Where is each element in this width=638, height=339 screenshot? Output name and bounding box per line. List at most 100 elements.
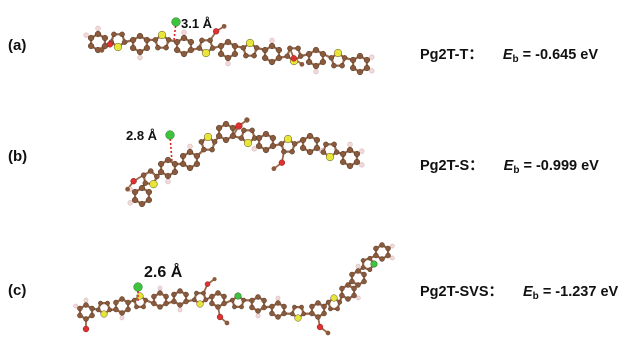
carbon-atom <box>224 320 230 326</box>
carbon-atom <box>356 52 364 60</box>
carbon-atom <box>141 304 146 310</box>
heteroatom <box>149 180 158 189</box>
carbon-atom <box>221 300 227 307</box>
hydrogen-atom <box>137 54 143 61</box>
heteroatom <box>333 48 343 58</box>
distance-label-c: 2.6 Å <box>144 262 183 281</box>
carbon-atom <box>183 298 189 305</box>
carbon-atom <box>201 146 207 153</box>
carbon-atom <box>186 148 194 156</box>
carbon-atom <box>249 297 255 304</box>
carbon-atom <box>385 252 391 259</box>
oxygen-atom <box>216 313 224 321</box>
carbon-atom <box>333 149 340 155</box>
energy-value-a: = -0.645 eV <box>522 47 599 63</box>
carbon-atom <box>77 305 83 312</box>
carbon-atom <box>363 64 371 72</box>
carbon-atom <box>222 120 230 128</box>
carbon-atom <box>373 245 379 252</box>
carbon-atom <box>363 56 371 64</box>
carbon-atom <box>275 54 283 62</box>
carbon-atom <box>287 45 293 52</box>
carbon-atom <box>196 45 203 51</box>
carbon-atom <box>136 32 144 40</box>
carbon-atom <box>269 310 275 317</box>
carbon-atom <box>361 271 367 278</box>
oxygen-atom <box>106 41 114 48</box>
carbon-atom <box>163 300 169 307</box>
carbon-atom <box>281 303 287 310</box>
hydrogen-atom <box>369 54 375 60</box>
carbon-atom <box>312 62 320 70</box>
carbon-atom <box>173 46 181 54</box>
carbon-atom <box>212 277 217 282</box>
carbon-atom <box>95 307 101 313</box>
carbon-atom <box>217 42 225 50</box>
energy-value-c: = -1.237 eV <box>542 284 619 300</box>
oxygen-atom <box>290 55 298 62</box>
heteroatom <box>245 38 255 48</box>
carbon-atom <box>355 268 361 274</box>
energy-symbol-a: E <box>502 47 513 63</box>
adsorbate-a <box>171 17 181 27</box>
carbon-atom <box>346 146 354 154</box>
carbon-atom <box>107 307 113 313</box>
carbon-atom <box>89 305 95 312</box>
carbon-atom <box>289 311 295 317</box>
carbon-atom <box>224 54 232 62</box>
heteroatom <box>201 48 211 58</box>
carbon-atom <box>281 148 287 155</box>
oxygen-atom <box>130 178 137 185</box>
carbon-atom <box>261 54 269 62</box>
carbon-atom <box>145 196 153 204</box>
carbon-atom <box>177 288 183 294</box>
carbon-atom <box>151 300 157 307</box>
carbon-atom <box>140 172 147 178</box>
carbon-atom <box>171 291 177 298</box>
carbon-atom <box>231 42 239 50</box>
heteroatom <box>283 134 293 144</box>
hydrogen-atom <box>181 29 187 36</box>
carbon-atom <box>275 300 281 306</box>
carbon-atom <box>339 150 347 158</box>
carbon-atom <box>125 306 131 313</box>
carbon-atom <box>171 298 177 305</box>
carbon-atom <box>229 132 237 140</box>
energy-annotation-c: Pg2T-SVS：Eb = -1.237 eV <box>420 280 618 302</box>
carbon-atom <box>339 62 345 69</box>
atom-layer <box>73 242 395 336</box>
heteroatom <box>330 294 338 302</box>
carbon-atom <box>98 300 103 306</box>
carbon-atom <box>142 180 149 186</box>
heteroatom <box>113 42 123 52</box>
heteroatom <box>136 292 144 300</box>
carbon-atom <box>261 46 269 54</box>
carbon-atom <box>157 290 163 296</box>
carbon-atom <box>113 299 119 306</box>
carbon-atom <box>143 44 151 52</box>
carbon-atom <box>198 139 205 145</box>
carbon-atom <box>243 52 249 59</box>
carbon-atom <box>215 290 221 296</box>
carbon-atom <box>275 314 281 320</box>
oxygen-atom <box>204 281 211 287</box>
carbon-atom <box>339 292 345 299</box>
energy-annotation-a: Pg2T-T：Eb = -0.645 eV <box>420 43 598 65</box>
hydrogen-atom <box>119 315 125 321</box>
carbon-atom <box>199 37 205 44</box>
carbon-atom <box>173 38 181 46</box>
structure-pg2t-t <box>83 23 375 76</box>
hydrogen-atom <box>165 179 171 185</box>
heteroatom <box>157 30 167 40</box>
carbon-atom <box>328 306 333 312</box>
carbon-atom <box>299 144 307 152</box>
carbon-atom <box>203 297 209 303</box>
carbon-atom <box>345 282 351 288</box>
carbon-atom <box>306 148 314 156</box>
carbon-atom <box>305 58 313 66</box>
carbon-atom <box>229 297 235 303</box>
hydrogen-atom <box>251 146 257 152</box>
carbon-atom <box>163 293 169 300</box>
carbon-atom <box>339 285 345 292</box>
carbon-atom <box>131 196 139 204</box>
